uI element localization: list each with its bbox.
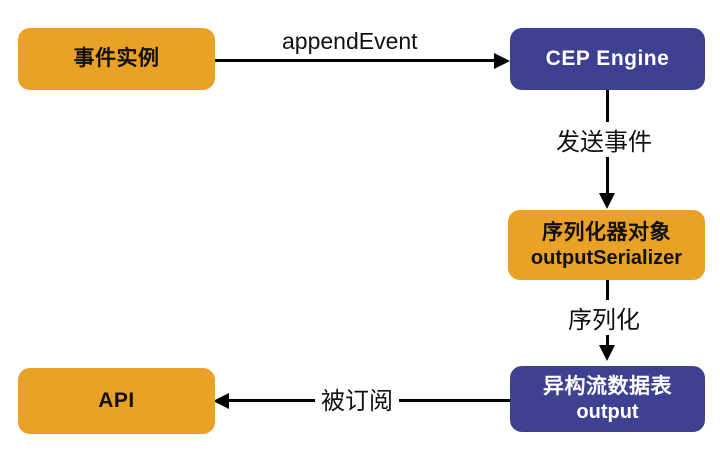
arrow-down-icon (599, 193, 615, 209)
node-output-serializer-sublabel: outputSerializer (530, 246, 683, 269)
node-event-instance[interactable]: 事件实例 (18, 28, 215, 90)
edge-append-event-label: appendEvent (276, 28, 424, 55)
arrow-left-icon (213, 393, 229, 409)
edge-serialize-label: 序列化 (562, 300, 646, 335)
arrow-right-icon (494, 53, 510, 69)
edge-append-event-line (215, 59, 500, 62)
node-output-serializer-label: 序列化器对象 (542, 221, 671, 245)
node-cep-engine-label: CEP Engine (545, 47, 670, 71)
node-api-label: API (98, 389, 135, 413)
arrow-down-icon (599, 345, 615, 361)
node-output-table[interactable]: 异构流数据表 output (510, 366, 705, 432)
node-api[interactable]: API (18, 368, 215, 434)
node-output-table-label: 异构流数据表 (543, 375, 672, 399)
node-output-table-sublabel: output (576, 400, 639, 423)
edge-send-event-label: 发送事件 (550, 122, 658, 157)
edge-subscribe-label: 被订阅 (315, 381, 399, 416)
node-output-serializer[interactable]: 序列化器对象 outputSerializer (508, 210, 705, 280)
node-cep-engine[interactable]: CEP Engine (510, 28, 705, 90)
node-event-instance-label: 事件实例 (73, 47, 160, 71)
